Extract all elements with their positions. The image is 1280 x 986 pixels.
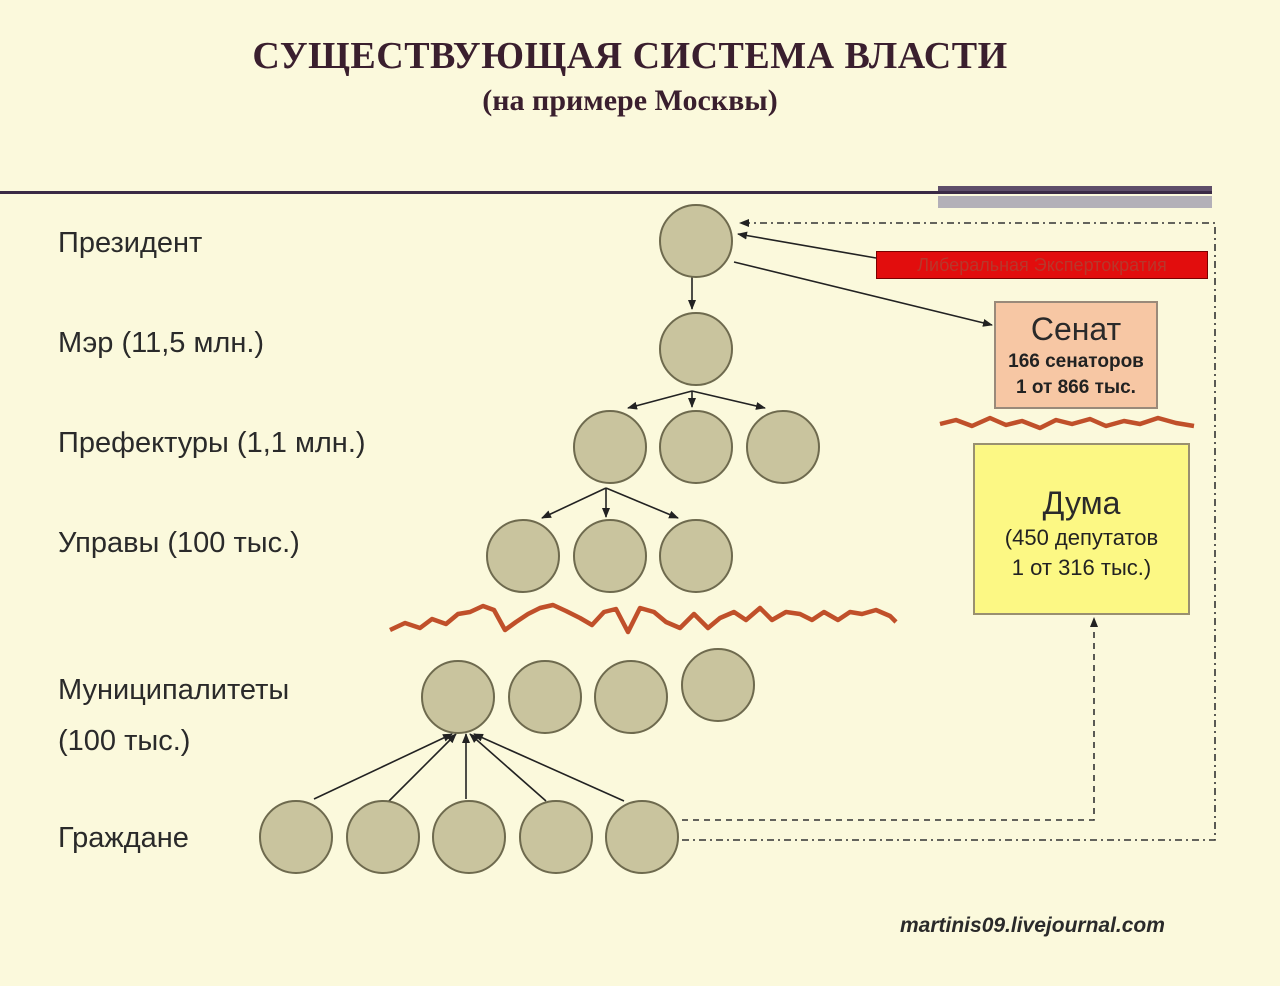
- node-municipality: [594, 660, 668, 734]
- dashed-link-citizens-duma: [682, 617, 1098, 821]
- duma-box: Дума (450 депутатов 1 от 316 тыс.): [973, 443, 1190, 615]
- header-accent-bar-light: [938, 196, 1212, 208]
- level-label-municipalities: Муниципалитеты: [58, 674, 290, 706]
- node-citizen: [519, 800, 593, 874]
- node-citizen: [259, 800, 333, 874]
- dashdot-link-citizens-president: [682, 219, 1216, 841]
- node-mayor: [659, 312, 733, 386]
- diagram-title: СУЩЕСТВУЮЩАЯ СИСТЕМА ВЛАСТИ: [252, 35, 1008, 77]
- node-uprava: [486, 519, 560, 593]
- level-label-citizens: Граждане: [58, 822, 189, 854]
- level-label-municipalities-size: (100 тыс.): [58, 725, 191, 757]
- node-citizen: [432, 800, 506, 874]
- arrow-mayor-prefecture-3: [691, 390, 766, 410]
- node-municipality: [508, 660, 582, 734]
- header-accent-bar: [938, 186, 1212, 191]
- senate-ratio: 1 от 866 тыс.: [1016, 377, 1136, 398]
- wavy-separator-upper: [939, 415, 1195, 431]
- node-citizen: [605, 800, 679, 874]
- node-prefecture: [659, 410, 733, 484]
- arrow-citizen-5-municipality: [473, 733, 625, 802]
- level-label-mayor: Мэр (11,5 млн.): [58, 327, 265, 359]
- duma-ratio: 1 от 316 тыс.): [1011, 555, 1152, 580]
- arrow-citizen-1-municipality: [313, 733, 453, 800]
- arrow-citizen-4-municipality: [469, 733, 547, 802]
- diagram-subtitle: (на примере Москвы): [482, 84, 778, 117]
- node-uprava: [659, 519, 733, 593]
- senate-box: Сенат 166 сенаторов 1 от 866 тыс.: [994, 301, 1158, 409]
- arrow-prefecture-uprava-1: [541, 487, 607, 519]
- senate-count: 166 сенаторов: [1008, 351, 1144, 372]
- duma-title: Дума: [1042, 485, 1121, 521]
- arrow-citizen-2-municipality: [388, 733, 457, 802]
- node-municipality: [421, 660, 495, 734]
- level-label-prefectures: Префектуры (1,1 млн.): [58, 427, 366, 459]
- wavy-separator-lower: [389, 602, 898, 635]
- liberal-expertocracy-label: Либеральная Экспертократия: [917, 255, 1167, 275]
- header-rule: [0, 191, 1212, 194]
- level-label-president: Президент: [58, 227, 203, 259]
- arrow-president-senate: [733, 261, 993, 327]
- node-prefecture: [746, 410, 820, 484]
- node-prefecture: [573, 410, 647, 484]
- duma-count: (450 депутатов: [1004, 525, 1159, 550]
- source-credit: martinis09.livejournal.com: [900, 914, 1165, 937]
- node-citizen: [346, 800, 420, 874]
- senate-title: Сенат: [1030, 311, 1122, 347]
- liberal-expertocracy-box: Либеральная Экспертократия: [876, 251, 1208, 279]
- level-label-upravy: Управы (100 тыс.): [58, 527, 300, 559]
- arrow-liberal-president: [737, 231, 877, 259]
- arrow-prefecture-uprava-3: [605, 487, 679, 519]
- node-uprava: [573, 519, 647, 593]
- node-municipality: [681, 648, 755, 722]
- node-president: [659, 204, 733, 278]
- arrow-mayor-prefecture-1: [627, 390, 693, 410]
